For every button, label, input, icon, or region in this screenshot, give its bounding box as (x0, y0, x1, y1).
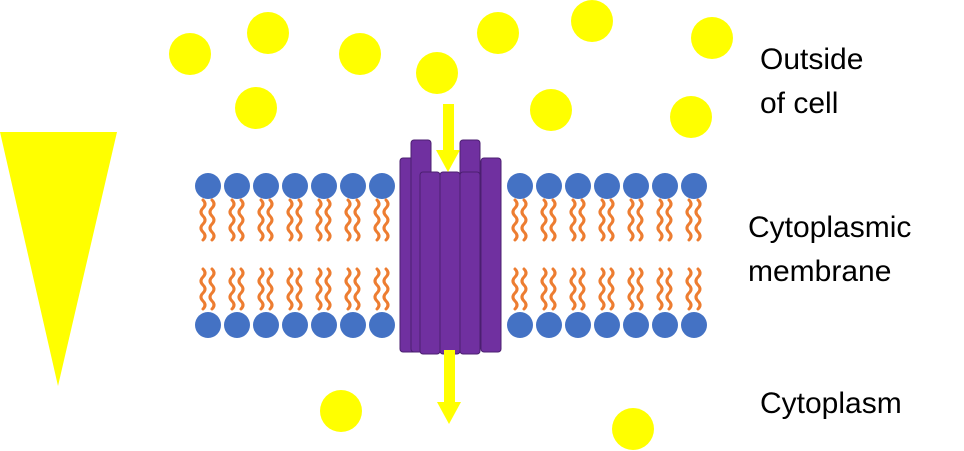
down-arrow-icon (436, 104, 460, 172)
phospholipid-tail-outer-right-6 (656, 198, 673, 242)
phospholipid-tail-inner-left-3 (257, 267, 274, 311)
phospholipid-tail-inner-left-7 (373, 267, 390, 311)
phospholipid-head-outer-left-1 (195, 173, 221, 199)
phospholipid-tail-inner-right-6 (656, 267, 673, 311)
phospholipid-head-inner-right-6 (652, 312, 678, 338)
cytoplasm-label: Cytoplasm (760, 387, 902, 420)
channel-subunit-front-1 (419, 171, 441, 355)
solute-molecule-icon (612, 408, 654, 450)
phospholipid-tail-outer-right-5 (627, 198, 644, 242)
solute-molecule-icon (691, 17, 733, 59)
phospholipid-tail-inner-right-4 (598, 267, 615, 311)
solute-molecule-icon (169, 33, 211, 75)
phospholipid-head-outer-left-5 (311, 173, 337, 199)
molecules-outside-cell (169, 0, 733, 138)
phospholipid-tail-inner-right-3 (569, 267, 586, 311)
channel-subunit-front-2 (439, 171, 461, 355)
phospholipid-tail-outer-right-2 (540, 198, 557, 242)
phospholipid-head-inner-left-1 (195, 312, 221, 338)
phospholipid-head-inner-right-7 (681, 312, 707, 338)
phospholipid-tail-outer-left-6 (344, 198, 361, 242)
solute-molecule-icon (416, 52, 458, 94)
phospholipid-head-inner-left-7 (369, 312, 395, 338)
solute-molecule-icon (670, 96, 712, 138)
solute-molecule-icon (571, 0, 613, 42)
phospholipid-tail-outer-left-2 (228, 198, 245, 242)
phospholipid-head-outer-right-1 (507, 173, 533, 199)
phospholipid-head-inner-left-4 (282, 312, 308, 338)
solute-molecule-icon (530, 89, 572, 131)
phospholipid-head-inner-right-3 (565, 312, 591, 338)
phospholipid-head-inner-right-1 (507, 312, 533, 338)
phospholipid-heads (195, 173, 707, 338)
phospholipid-tail-outer-left-3 (257, 198, 274, 242)
membrane-label-line-1: Cytoplasmic (748, 211, 912, 244)
phospholipid-tail-inner-left-5 (315, 267, 332, 311)
phospholipid-head-inner-right-4 (594, 312, 620, 338)
phospholipid-head-outer-right-3 (565, 173, 591, 199)
phospholipid-head-inner-right-2 (536, 312, 562, 338)
phospholipid-tail-outer-right-7 (685, 198, 702, 242)
phospholipid-head-outer-right-5 (623, 173, 649, 199)
molecules-in-cytoplasm (320, 390, 654, 450)
phospholipid-head-outer-left-3 (253, 173, 279, 199)
concentration-gradient-icon (0, 132, 117, 386)
solute-molecule-icon (247, 12, 289, 54)
solute-molecule-icon (235, 87, 277, 129)
phospholipid-head-inner-right-5 (623, 312, 649, 338)
outside-label-line-1: Outside (760, 43, 864, 76)
phospholipid-tail-outer-right-3 (569, 198, 586, 242)
channel-subunit-back-right (480, 157, 502, 353)
phospholipid-head-inner-left-6 (340, 312, 366, 338)
phospholipid-tail-inner-right-7 (685, 267, 702, 311)
channel-protein-icon (399, 139, 502, 355)
phospholipid-head-outer-right-2 (536, 173, 562, 199)
outside-of-cell-label: Outside of cell (760, 38, 863, 126)
phospholipid-head-outer-left-2 (224, 173, 250, 199)
phospholipid-head-outer-left-4 (282, 173, 308, 199)
outside-label-line-2: of cell (760, 87, 839, 120)
solute-molecule-icon (477, 12, 519, 54)
phospholipid-tail-outer-left-7 (373, 198, 390, 242)
phospholipid-tail-outer-left-5 (315, 198, 332, 242)
phospholipid-head-inner-left-3 (253, 312, 279, 338)
phospholipid-head-inner-left-5 (311, 312, 337, 338)
membrane-label-line-2: membrane (748, 255, 892, 288)
phospholipid-head-outer-right-7 (681, 173, 707, 199)
phospholipid-head-outer-left-6 (340, 173, 366, 199)
phospholipid-tail-inner-left-1 (199, 267, 216, 311)
down-arrow-icon-cytoplasm (437, 350, 461, 424)
phospholipid-tail-inner-left-6 (344, 267, 361, 311)
phospholipid-head-outer-left-7 (369, 173, 395, 199)
cytoplasmic-membrane-label: Cytoplasmic membrane (748, 206, 911, 294)
phospholipid-tail-inner-left-4 (286, 267, 303, 311)
phospholipid-head-outer-right-6 (652, 173, 678, 199)
phospholipid-tail-inner-right-2 (540, 267, 557, 311)
solute-molecule-icon (320, 390, 362, 432)
phospholipid-tail-inner-right-5 (627, 267, 644, 311)
phospholipid-tail-inner-left-2 (228, 267, 245, 311)
phospholipid-tail-inner-right-1 (511, 267, 528, 311)
phospholipid-head-inner-left-2 (224, 312, 250, 338)
phospholipid-head-outer-right-4 (594, 173, 620, 199)
solute-molecule-icon (339, 33, 381, 75)
phospholipid-tail-outer-right-4 (598, 198, 615, 242)
phospholipid-tail-outer-left-1 (199, 198, 216, 242)
channel-subunit-front-3 (459, 171, 481, 355)
phospholipid-tail-outer-left-4 (286, 198, 303, 242)
phospholipid-tail-outer-right-1 (511, 198, 528, 242)
